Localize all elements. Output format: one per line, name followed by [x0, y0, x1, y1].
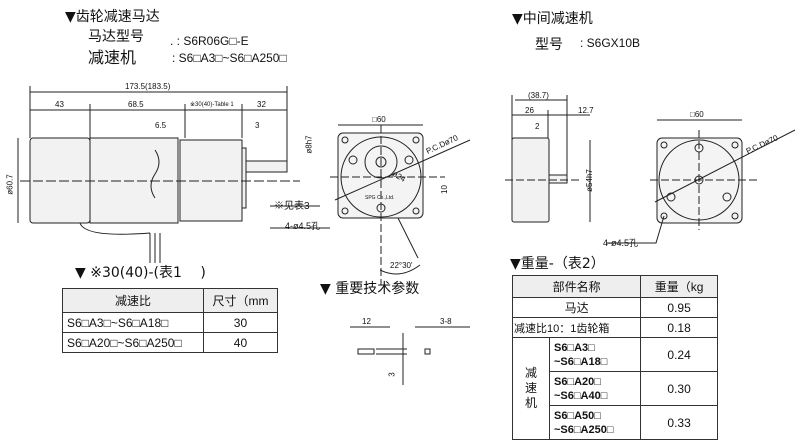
- dim-dia607: ø60.7: [5, 174, 15, 195]
- key-width: 3-8: [440, 317, 452, 326]
- dim-32: 32: [257, 100, 266, 109]
- dim-shaft: ø8h7: [304, 135, 314, 154]
- key-length: 12: [362, 317, 371, 326]
- table1: 减速比尺寸（mm S6□A3□~S6□A18□30 S6□A20□~S6□A25…: [62, 288, 279, 353]
- dim-square60-r: □60: [690, 110, 704, 119]
- gearhead-side-view: [505, 137, 580, 223]
- table1-cell: S6□A3□~S6□A18□: [62, 312, 204, 333]
- dim-6-5: 6.5: [155, 121, 167, 130]
- dim-dia54: ø54h7: [584, 169, 594, 192]
- dim-43: 43: [55, 100, 64, 109]
- holes-note: 4-ø4.5孔: [285, 221, 321, 231]
- dim-angle: 22°30': [390, 261, 413, 270]
- table1-cell: S6□A20□~S6□A250□: [62, 332, 204, 353]
- gear-value: : S6□A3□~S6□A250□: [172, 51, 287, 65]
- table2-cell: 0.18: [640, 317, 718, 338]
- key-height: 3: [387, 372, 397, 377]
- model-value: : S6GX10B: [580, 36, 641, 50]
- table2-group: 减 速 机: [512, 337, 550, 440]
- see-table-note: ※见表3: [274, 201, 310, 212]
- dim-10: 10: [439, 185, 449, 194]
- gearhead-front-view: [606, 129, 796, 244]
- table2-cell: 马达: [511, 297, 642, 318]
- gear-label: 减速机: [88, 48, 137, 67]
- dim-total: 173.5(183.5): [125, 82, 171, 91]
- table2-title: ▼重量-（表2）: [510, 256, 605, 272]
- table1-header: 尺寸（mm: [202, 288, 279, 313]
- table2-cell: S6□A3□ ~S6□A18□: [548, 337, 642, 372]
- motor-model-label: 马达型号: [88, 29, 144, 45]
- table2-cell: S6□A20□ ~S6□A40□: [548, 371, 642, 406]
- model-label: 型号: [535, 37, 563, 53]
- table2-header: 部件名称: [511, 275, 642, 298]
- brand-mark: SPG Co.,Ltd.: [365, 195, 395, 201]
- dim-68: 68.5: [128, 100, 144, 109]
- left-section-title: ▼齿轮减速马达: [65, 9, 160, 25]
- table2-cell: 0.95: [640, 297, 718, 318]
- table2-cell: 0.30: [640, 371, 718, 406]
- motor-front-view: [330, 125, 471, 285]
- dim-12-7: 12.7: [578, 106, 594, 115]
- key-drawing: [270, 205, 470, 385]
- dim-38-7: (38.7): [528, 91, 549, 100]
- table1-cell: 40: [202, 332, 279, 353]
- table2-cell: 减速比10：1齿轮箱: [511, 317, 642, 338]
- table1-title: ▼ ※30(40)-(表1 ): [75, 265, 206, 281]
- table2-cell: S6□A50□ ~S6□A250□: [548, 405, 642, 440]
- table2-cell: 0.33: [640, 405, 718, 440]
- right-section-title: ▼中间减速机: [512, 11, 593, 27]
- motor-side-view: [20, 137, 300, 263]
- dim-table: ※30(40)-Table 1: [190, 102, 234, 108]
- dim-26: 26: [525, 106, 534, 115]
- dim-square60: □60: [372, 115, 386, 124]
- table1-cell: 30: [202, 312, 279, 333]
- holes-note-r: 4-ø4.5孔: [603, 238, 639, 248]
- table2-cell: 0.24: [640, 337, 718, 372]
- motor-model-value: . : S6R06G□-E: [170, 34, 249, 48]
- table1-header: 减速比: [62, 288, 204, 313]
- dim-2: 2: [535, 122, 540, 131]
- dim-3: 3: [255, 121, 260, 130]
- table2-header: 重量（kg: [640, 275, 718, 298]
- params-title: ▼ 重要技术参数: [320, 281, 420, 297]
